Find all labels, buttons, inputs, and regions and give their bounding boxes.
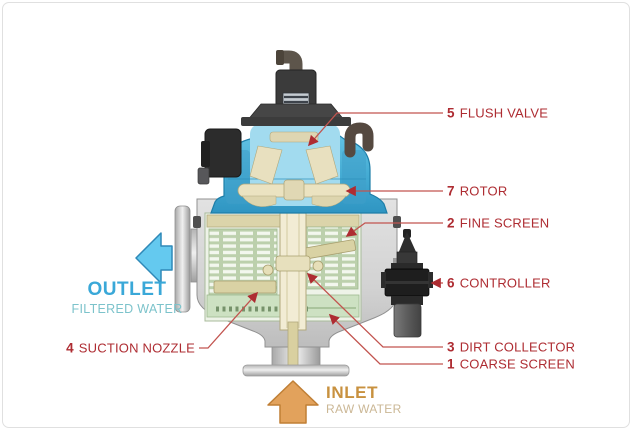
label-coarse-screen-text: COARSE SCREEN — [459, 356, 576, 372]
leader-lines — [199, 112, 443, 365]
dirt-collector-lower-rod — [287, 321, 299, 371]
label-dirt-collector-number: 3 — [447, 339, 455, 355]
label-suction-nozzle-number: 4 — [66, 340, 74, 356]
housing-bolt-right — [393, 216, 401, 228]
filter-head — [197, 115, 388, 214]
screen-hub-left — [262, 264, 274, 276]
leader-suction-nozzle — [199, 291, 259, 349]
inlet-flange — [242, 364, 350, 377]
label-suction-nozzle-text: SUCTION NOZZLE — [78, 340, 195, 356]
leader-fine-screen — [345, 222, 443, 237]
label-coarse-screen-number: 1 — [447, 356, 455, 372]
housing-bolt-left — [193, 216, 201, 228]
outlet-subtitle: FILTERED WATER — [71, 301, 183, 316]
label-rotor-text: ROTOR — [459, 183, 508, 199]
label-flush-valve-number: 5 — [447, 105, 455, 121]
label-controller-number: 6 — [447, 275, 455, 291]
controller-device — [381, 229, 433, 338]
label-fine-screen-number: 2 — [447, 215, 455, 231]
inlet-flow-label: INLET RAW WATER — [326, 383, 402, 417]
inlet-arrow-icon — [267, 380, 319, 424]
outlet-arrow-icon — [135, 232, 173, 284]
inlet-subtitle: RAW WATER — [326, 402, 402, 417]
inlet-title: INLET — [326, 383, 379, 402]
label-controller-text: CONTROLLER — [459, 275, 551, 291]
label-dirt-collector-text: DIRT COLLECTOR — [459, 339, 576, 355]
outlet-title: OUTLET — [87, 279, 167, 300]
label-fine-screen-text: FINE SCREEN — [459, 215, 550, 231]
suction-nozzle-bar — [213, 280, 277, 294]
rotor — [237, 179, 351, 207]
leader-coarse-screen — [328, 313, 443, 365]
head-elbow-fitting — [344, 122, 374, 158]
label-rotor-number: 7 — [447, 183, 455, 199]
leader-flush-valve — [307, 112, 443, 147]
outlet-flow-label: OUTLET FILTERED WATER — [62, 279, 192, 316]
head-clamp — [197, 128, 242, 185]
leader-dirt-collector — [306, 272, 443, 348]
label-flush-valve-text: FLUSH VALVE — [459, 105, 549, 121]
flush-valve — [241, 50, 351, 126]
screen-hub-right — [312, 260, 324, 272]
